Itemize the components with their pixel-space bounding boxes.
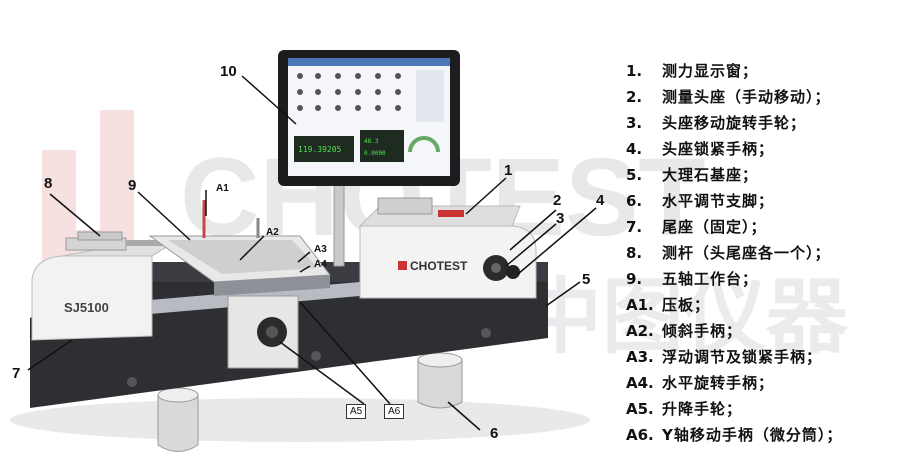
callout-a5: A5	[346, 404, 367, 419]
legend-item-number: 3.	[626, 114, 643, 132]
legend-item: 9. 五轴工作台；	[626, 266, 898, 292]
leader-lines	[27, 75, 597, 431]
legend-item-text: 五轴工作台；	[662, 270, 759, 288]
legend-item: A2. 倾斜手柄；	[626, 318, 898, 344]
legend-item-number: 8.	[626, 244, 643, 262]
screen-readout-main: 119.39205	[298, 145, 342, 154]
screen-readout-small-2: 0.0000	[364, 150, 386, 157]
legend-item: A4. 水平旋转手柄；	[626, 370, 898, 396]
legend-item-text: 水平调节支脚；	[662, 192, 775, 210]
legend-item-number: 9.	[626, 270, 643, 288]
legend-item-text: 测杆（头尾座各一个）；	[662, 244, 831, 262]
legend-item-text: 测力显示窗；	[662, 62, 759, 80]
legend-item-text: 升降手轮；	[662, 400, 743, 418]
legend-item-text: 尾座（固定）；	[662, 218, 767, 236]
legend-item: A3. 浮动调节及锁紧手柄；	[626, 344, 898, 370]
legend-item-number: A6.	[626, 426, 654, 444]
legend-item-number: A3.	[626, 348, 654, 366]
model-label: SJ5100	[64, 300, 109, 315]
legend-item-text: 倾斜手柄；	[662, 322, 743, 340]
legend-item: A1. 压板；	[626, 292, 898, 318]
legend-item: 2. 测量头座（手动移动）；	[626, 84, 898, 110]
callout-5: 5	[582, 271, 591, 288]
callout-2: 2	[553, 192, 562, 209]
legend-item-text: 压板；	[662, 296, 711, 314]
legend-item: 1. 测力显示窗；	[626, 58, 898, 84]
legend-item-number: A1.	[626, 296, 654, 314]
legend-item-text: 头座移动旋转手轮；	[662, 114, 807, 132]
legend-item: 5. 大理石基座；	[626, 162, 898, 188]
legend-item: 7. 尾座（固定）；	[626, 214, 898, 240]
legend-item-number: 7.	[626, 218, 643, 236]
brand-label: CHOTEST	[410, 259, 468, 273]
monitor-stand	[333, 175, 345, 267]
legend-item-number: 4.	[626, 140, 643, 158]
legend-item-text: 测量头座（手动移动）；	[662, 88, 831, 106]
legend-item: 4. 头座锁紧手柄；	[626, 136, 898, 162]
legend-item-number: 6.	[626, 192, 643, 210]
legend-item: 6. 水平调节支脚；	[626, 188, 898, 214]
legend-item-number: 5.	[626, 166, 643, 184]
callout-a3: A3	[314, 244, 327, 255]
callout-8: 8	[44, 175, 53, 192]
callout-9: 9	[128, 177, 137, 194]
callout-10: 10	[220, 63, 237, 80]
callout-a2: A2	[266, 227, 279, 238]
legend-item-number: 2.	[626, 88, 643, 106]
legend-item: A6. Y轴移动手柄（微分筒）；	[626, 422, 898, 448]
callout-4: 4	[596, 192, 605, 209]
legend-item: A5. 升降手轮；	[626, 396, 898, 422]
callout-3: 3	[556, 210, 565, 227]
callout-1: 1	[504, 162, 513, 179]
headstock: CHOTEST	[358, 197, 537, 299]
callout-a4: A4	[314, 259, 327, 270]
parts-legend: 1. 测力显示窗； 2. 测量头座（手动移动）； 3. 头座移动旋转手轮； 4. 头座锁紧手柄…	[626, 58, 898, 448]
legend-item-text: 水平旋转手柄；	[662, 374, 775, 392]
callout-6: 6	[490, 425, 499, 442]
legend-item: 8. 测杆（头尾座各一个）；	[626, 240, 898, 266]
legend-item-number: 1.	[626, 62, 643, 80]
legend-item-text: Y轴移动手柄（微分筒）；	[662, 426, 843, 444]
legend-item: 3. 头座移动旋转手轮；	[626, 110, 898, 136]
legend-item-number: A5.	[626, 400, 654, 418]
levelling-foot	[157, 352, 463, 452]
screen-readout-small-1: 48.3	[364, 138, 379, 145]
legend-item-text: 头座锁紧手柄；	[662, 140, 775, 158]
legend-item-text: 浮动调节及锁紧手柄；	[662, 348, 823, 366]
callout-a1: A1	[216, 183, 229, 194]
floor-shadow	[10, 398, 590, 442]
legend-item-number: A4.	[626, 374, 654, 392]
monitor: 119.39205 48.3 0.0000	[278, 50, 460, 186]
callout-7: 7	[12, 365, 21, 382]
callout-a6: A6	[384, 404, 405, 419]
legend-item-number: A2.	[626, 322, 654, 340]
legend-item-text: 大理石基座；	[662, 166, 759, 184]
